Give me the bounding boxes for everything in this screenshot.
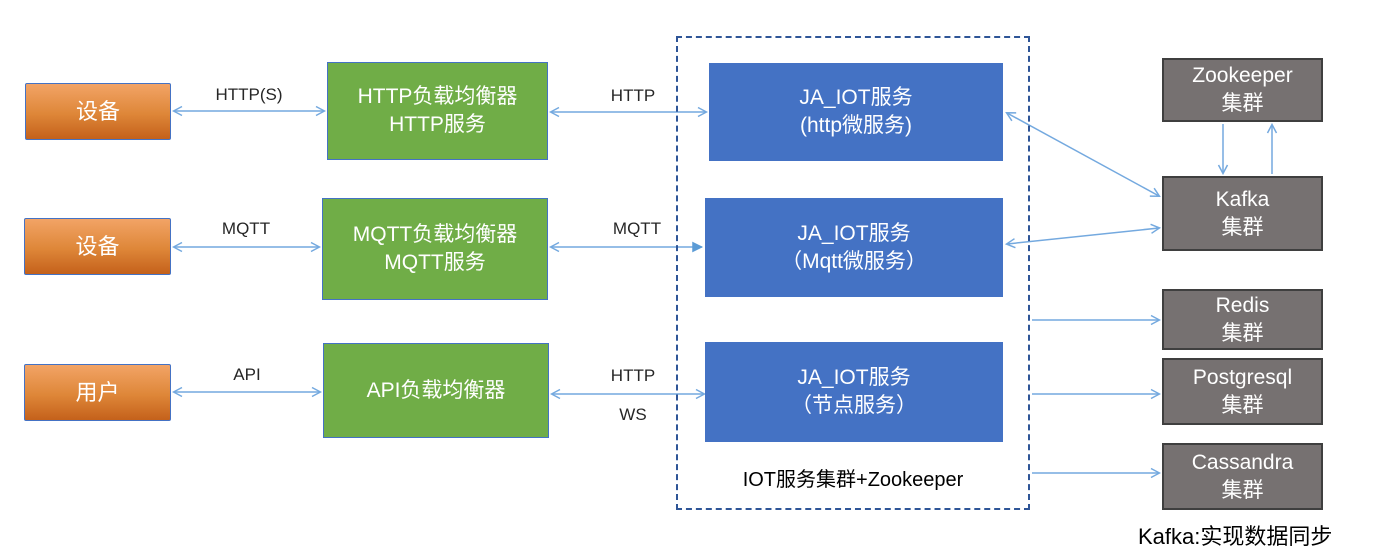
node-label-line2: 集群 <box>1221 92 1264 115</box>
iot-cluster-caption: IOT服务集群+Zookeeper <box>742 469 964 491</box>
node-label-line1: API负载均衡器 <box>366 378 506 402</box>
node-iot-node-service: JA_IOT服务 （节点服务） <box>705 342 1003 442</box>
node-api-load-balancer: API负载均衡器 <box>323 343 549 438</box>
node-cassandra-cluster: Cassandra 集群 <box>1162 443 1323 510</box>
node-label-line2: 集群 <box>1221 215 1264 239</box>
node-zookeeper-cluster: Zookeeper 集群 <box>1162 58 1323 122</box>
node-label-line1: JA_IOT服务 <box>799 86 913 110</box>
node-kafka-cluster: Kafka 集群 <box>1162 176 1323 251</box>
node-label: 用户 <box>75 379 120 405</box>
node-label-line1: HTTP负载均衡器 <box>357 85 518 109</box>
node-label: 设备 <box>75 98 120 124</box>
node-label-line1: Redis <box>1215 293 1270 317</box>
edge-label-mqtt-1: MQTT <box>221 219 271 238</box>
node-label-line1: MQTT负载均衡器 <box>352 223 518 247</box>
edge-label-https: HTTP(S) <box>215 85 283 104</box>
edge-label-api: API <box>233 365 261 384</box>
node-label-line2: (http微服务) <box>799 114 912 137</box>
node-iot-mqtt-service: JA_IOT服务 （Mqtt微服务） <box>705 198 1003 297</box>
node-label-line1: Cassandra <box>1191 450 1294 474</box>
node-label-line2: MQTT服务 <box>384 251 486 274</box>
node-label-line2: （Mqtt微服务） <box>781 249 927 273</box>
node-http-load-balancer: HTTP负载均衡器 HTTP服务 <box>327 62 548 160</box>
node-label-line2: 集群 <box>1221 393 1264 417</box>
iot-cluster-container <box>676 36 1030 510</box>
node-label-line1: Postgresql <box>1192 365 1293 389</box>
edge-label-ws: WS <box>619 405 647 424</box>
node-device-1: 设备 <box>25 83 171 140</box>
node-user: 用户 <box>24 364 171 421</box>
node-label: 设备 <box>75 233 120 259</box>
node-label-line1: Zookeeper <box>1192 64 1293 88</box>
edge-label-http-2: HTTP <box>610 366 656 385</box>
node-mqtt-load-balancer: MQTT负载均衡器 MQTT服务 <box>322 198 548 300</box>
node-label-line1: JA_IOT服务 <box>797 366 911 390</box>
node-label-line2: 集群 <box>1221 478 1264 502</box>
node-redis-cluster: Redis 集群 <box>1162 289 1323 350</box>
node-iot-http-service: JA_IOT服务 (http微服务) <box>709 63 1003 161</box>
node-label-line2: （节点服务） <box>791 394 917 417</box>
kafka-footnote: Kafka:实现数据同步 <box>1138 524 1333 549</box>
node-label-line2: HTTP服务 <box>389 113 486 136</box>
node-postgresql-cluster: Postgresql 集群 <box>1162 358 1323 425</box>
node-label-line1: JA_IOT服务 <box>797 221 911 245</box>
node-label-line2: 集群 <box>1221 321 1264 345</box>
edge-label-mqtt-2: MQTT <box>612 219 662 238</box>
edge-label-http-1: HTTP <box>610 86 656 105</box>
node-label-line1: Kafka <box>1215 187 1270 211</box>
node-device-2: 设备 <box>24 218 171 275</box>
